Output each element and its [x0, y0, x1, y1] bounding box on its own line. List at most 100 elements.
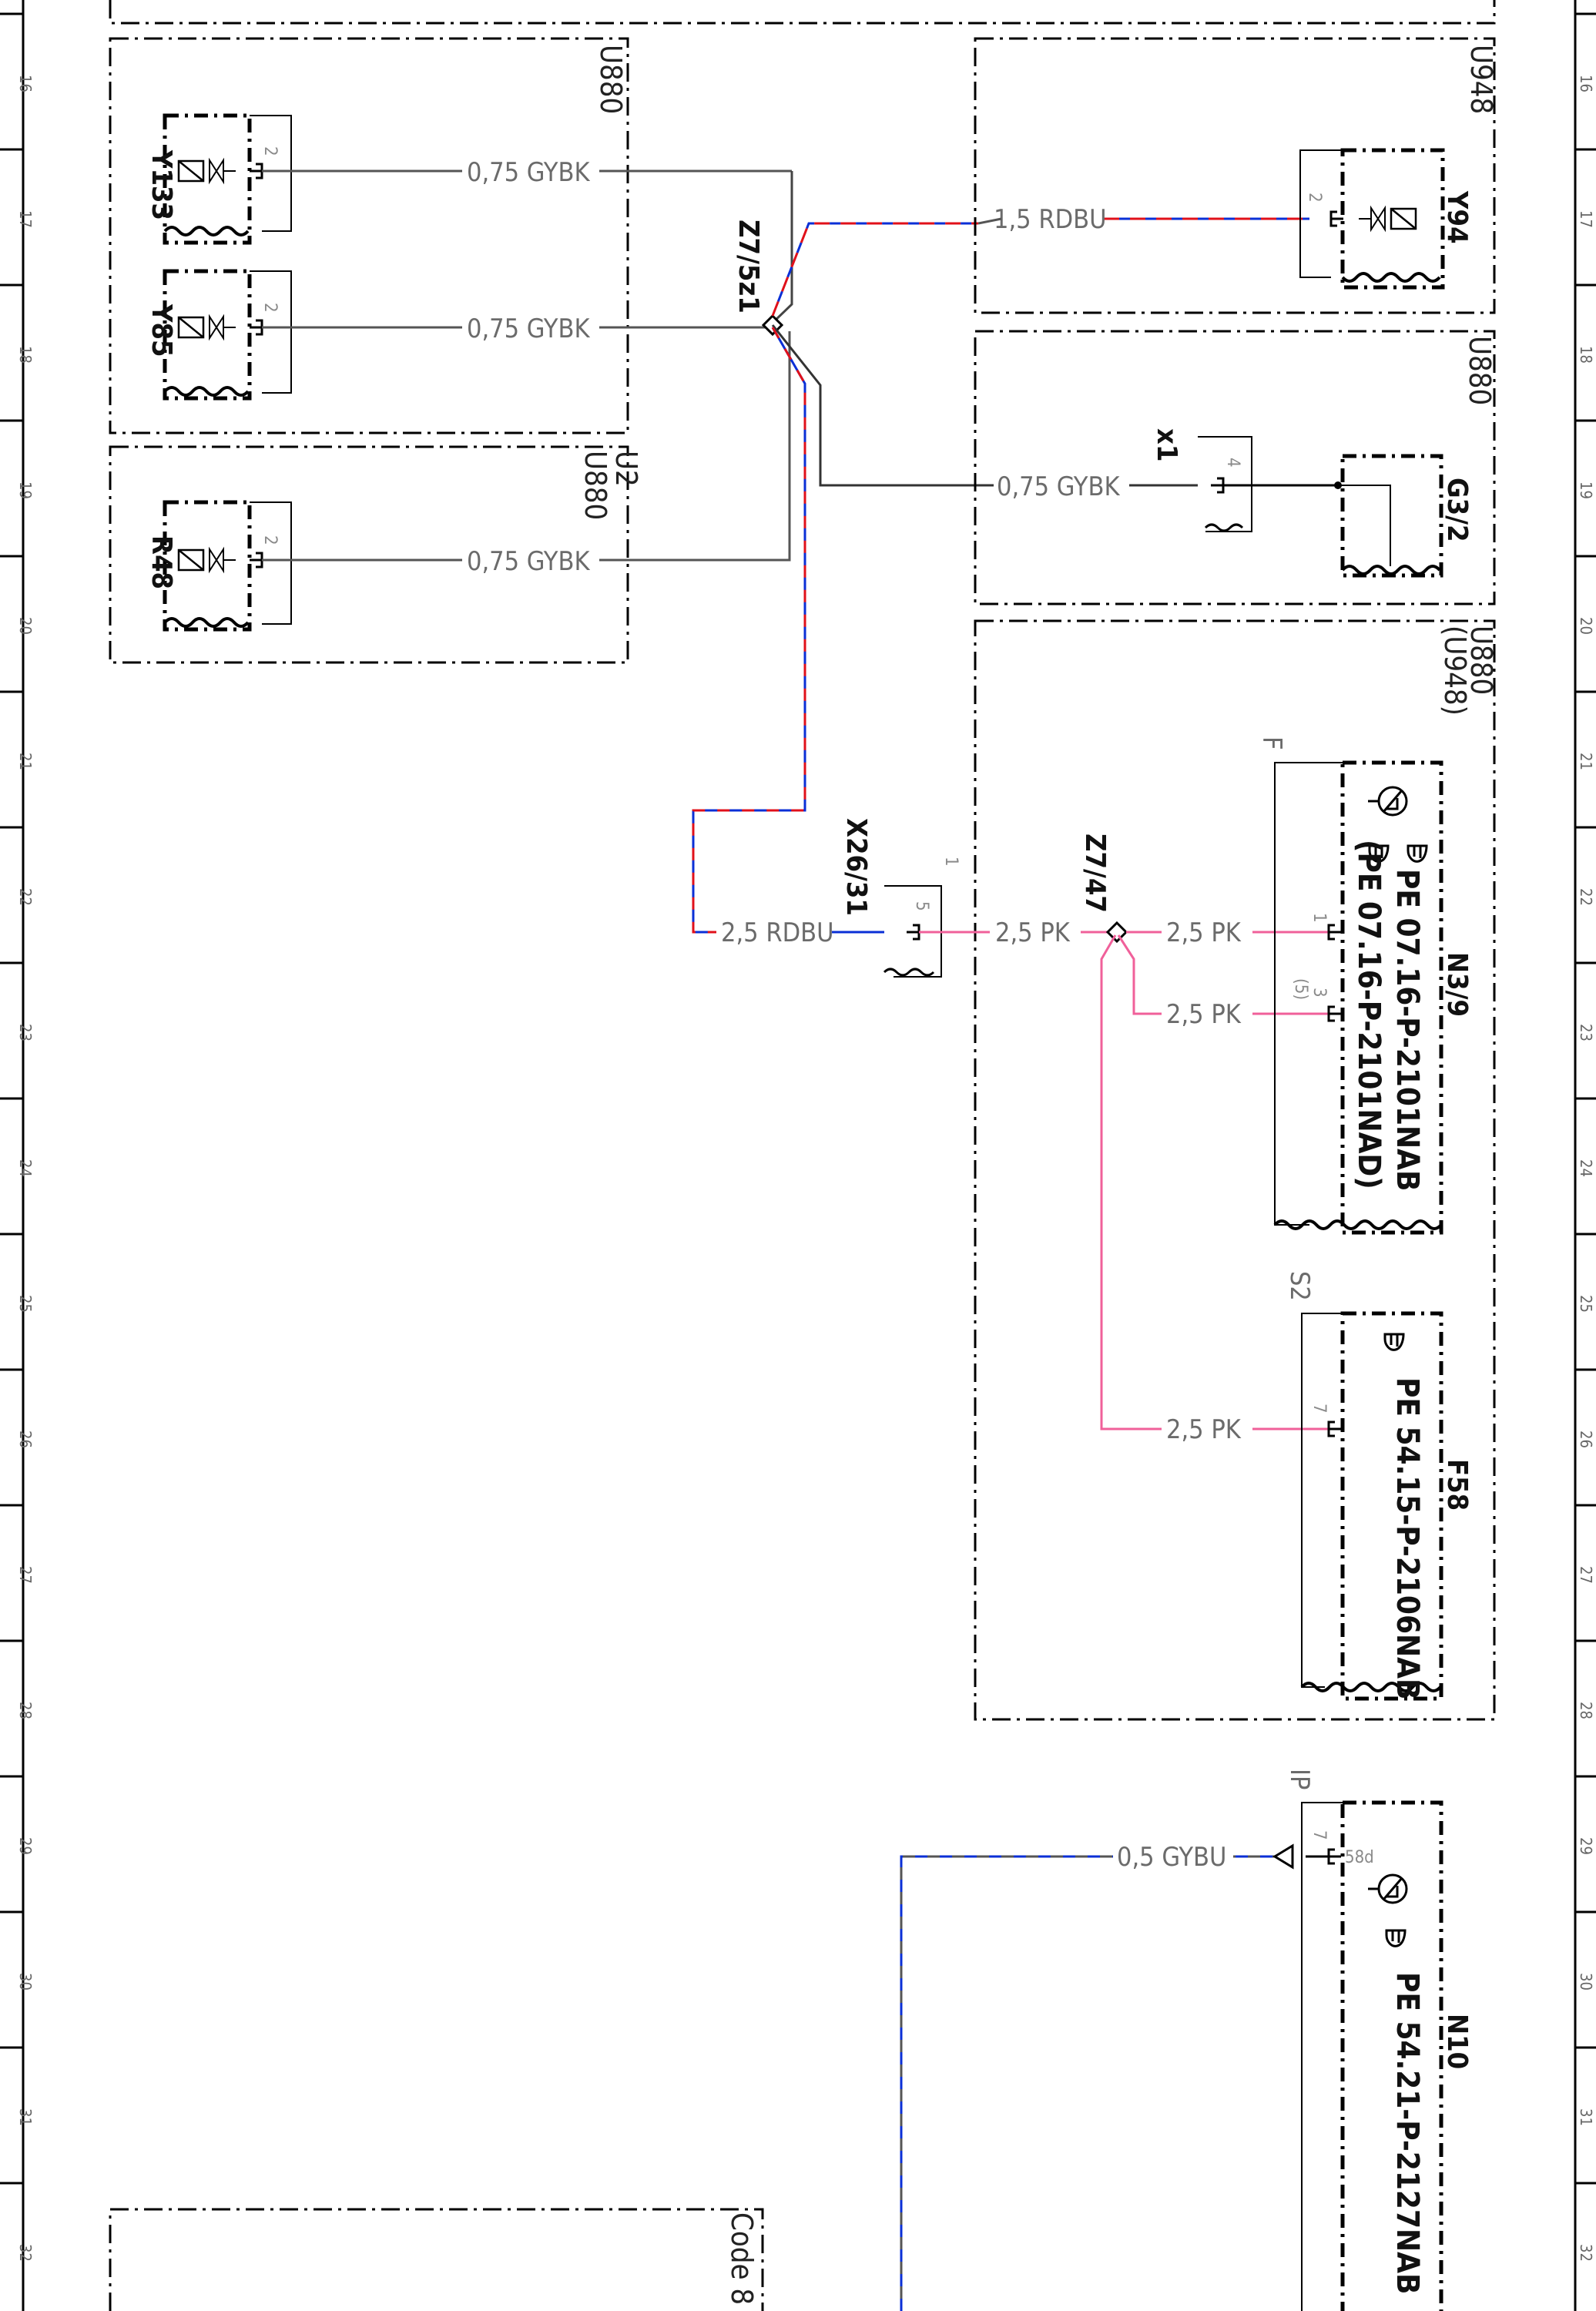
module-u880-right-label: U880 [1463, 336, 1497, 405]
left-ruler-tick: 17 [16, 210, 35, 228]
n3-tag: F [1256, 736, 1287, 750]
y94-label: Y94 [1441, 190, 1473, 244]
bulb-icon [1366, 786, 1408, 817]
r48-label: R48 [146, 535, 177, 589]
right-ruler-tick: 29 [1577, 1837, 1595, 1855]
splice-z7-5z1[interactable]: Z7/5z1 [733, 220, 784, 337]
wire-n3-pin3-label: 2,5 PK [1166, 999, 1242, 1030]
connector-x1[interactable]: x1 4 [1151, 428, 1252, 532]
n3-pin3: 3 [1309, 988, 1329, 998]
right-ruler-tick: 17 [1577, 210, 1595, 228]
n3-ref-a: PE 07.16-P-2101NAB [1390, 869, 1425, 1191]
left-ruler-tick: 21 [16, 753, 35, 770]
wire-n10[interactable] [900, 1855, 1275, 2311]
module-u880-right-box [974, 330, 1496, 605]
right-ruler-tick: 31 [1577, 2108, 1595, 2126]
module-u880-top-label: U880 [594, 45, 628, 114]
left-ruler-tick: 30 [16, 1973, 35, 1991]
triangle-arrow-icon [1272, 1843, 1294, 1870]
splice-z7-5z1-label: Z7/5z1 [733, 220, 764, 314]
left-ruler-tick: 31 [16, 2108, 35, 2126]
wire-x26-left-label: 2,5 RDBU [721, 917, 834, 948]
wire-y94-label: 1,5 RDBU [994, 204, 1107, 235]
n10-pin-58d: 58d [1345, 1848, 1374, 1867]
component-y85[interactable]: Y85 2 [146, 269, 292, 401]
n3-9-label: N3/9 [1441, 952, 1473, 1017]
code-box [109, 2208, 764, 2311]
wire-n3-pin1-label: 2,5 PK [1166, 917, 1242, 948]
wire-y85-label: 0,75 GYBK [467, 314, 590, 344]
connector-x26-31[interactable]: X26/31 1 5 [840, 818, 961, 978]
splice-z7-47-label: Z7/47 [1079, 834, 1111, 913]
wire-g3[interactable] [771, 324, 1198, 487]
component-n3-9[interactable]: F 1 3 (5) PE 07.16-P-2101NAB (PE 07.16-P… [1256, 736, 1473, 1235]
left-ruler-tick: 16 [16, 75, 35, 92]
module-u948-box [974, 37, 1496, 314]
splice-z7-47[interactable]: Z7/47 [1079, 834, 1128, 944]
y94-pin: 2 [1305, 193, 1324, 203]
component-g3-2[interactable]: G3/2 [1340, 454, 1473, 578]
module-u880-lower-label: U880 [1464, 626, 1498, 695]
module-u880-top-box [109, 37, 629, 434]
component-y133[interactable]: Y133 2 [146, 113, 292, 245]
right-ruler-tick: 16 [1577, 75, 1595, 92]
wire-y94-red[interactable] [771, 222, 978, 317]
f58-tag: S2 [1284, 1271, 1315, 1301]
hand-icon [1407, 844, 1428, 863]
right-ruler-tick: 21 [1577, 753, 1595, 770]
wire-r48[interactable] [262, 331, 791, 562]
n10-tag: IP [1284, 1769, 1315, 1789]
f58-pin: 7 [1309, 1404, 1329, 1414]
wire-y133-label-t: 0,75 GYBK [467, 157, 590, 188]
y133-pin: 2 [260, 146, 280, 156]
left-ruler-tick: 28 [16, 1702, 35, 1719]
f58-ref: PE 54.15-P-2106NAB [1390, 1377, 1425, 1699]
component-r48[interactable]: R48 2 [146, 500, 292, 632]
left-ruler-tick: 20 [16, 617, 35, 635]
right-ruler-tick: 24 [1577, 1159, 1595, 1177]
module-u948-label: U948 [1464, 45, 1498, 114]
wire-y133-drop[interactable] [770, 171, 793, 325]
right-ruler-tick: 27 [1577, 1566, 1595, 1584]
right-ruler-tick: 22 [1577, 888, 1595, 906]
wire-x26-right-label: 2,5 PK [995, 917, 1071, 948]
y85-label: Y85 [146, 304, 177, 357]
component-n10[interactable]: IP 7 58d PE 54.21-P-2127NAB N10 [1284, 1769, 1473, 2311]
left-ruler-tick: 25 [16, 1295, 35, 1313]
n3-pin1: 1 [1309, 913, 1329, 923]
x1-pin: 4 [1223, 458, 1242, 468]
hand-icon [1385, 1929, 1407, 1947]
g3-2-label: G3/2 [1441, 478, 1473, 542]
right-ruler-tick: 18 [1577, 346, 1595, 364]
left-ruler-tick: 26 [16, 1431, 35, 1448]
wire-x26-rdbu[interactable] [692, 327, 806, 934]
right-ruler-tick: 20 [1577, 617, 1595, 635]
left-ruler-tick: 18 [16, 346, 35, 364]
x26-pin: 5 [912, 901, 931, 911]
n10-ref: PE 54.21-P-2127NAB [1390, 1972, 1425, 2294]
n10-pin: 7 [1309, 1830, 1329, 1840]
code-label: Code 8 [725, 2212, 759, 2305]
wire-f58-label: 2,5 PK [1166, 1414, 1242, 1445]
right-ruler-tick: 25 [1577, 1295, 1595, 1313]
n10-label: N10 [1441, 2014, 1473, 2069]
bulb-icon [1366, 1873, 1408, 1904]
component-f58[interactable]: S2 7 PE 54.15-P-2106NAB F58 [1284, 1271, 1473, 1701]
x26-31-label: X26/31 [840, 818, 872, 916]
f58-label: F58 [1441, 1459, 1473, 1511]
x1-label: x1 [1151, 428, 1182, 461]
wire-g3-label: 0,75 GYBK [997, 471, 1120, 502]
left-ruler-tick: 23 [16, 1024, 35, 1041]
right-ruler-tick: 26 [1577, 1431, 1595, 1448]
component-y94[interactable]: Y94 2 [1299, 148, 1473, 290]
n3-ref-b: (PE 07.16-P-2101NAD) [1351, 840, 1386, 1189]
y85-pin: 2 [260, 303, 280, 313]
module-u880-mid-label: U880 [578, 451, 612, 520]
y133-label: Y133 [146, 149, 177, 220]
left-ruler-tick: 27 [16, 1566, 35, 1584]
n3-pin-paren: (5) [1291, 978, 1310, 1000]
module-u2-box [109, 445, 629, 664]
left-ruler-tick: 24 [16, 1159, 35, 1177]
